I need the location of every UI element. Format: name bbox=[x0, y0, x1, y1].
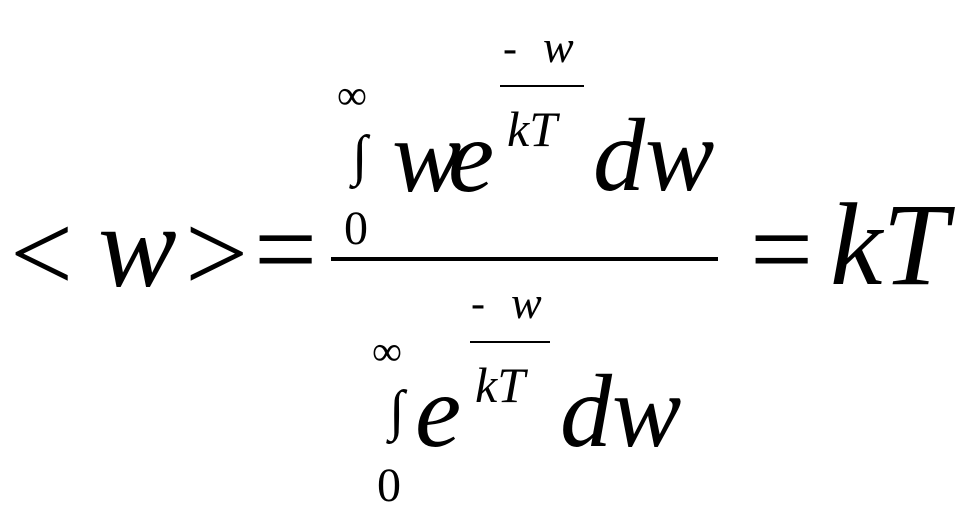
denominator-exponent-numerator: w bbox=[511, 277, 542, 328]
numerator-upper-limit: ∞ bbox=[337, 73, 367, 119]
denominator-base-e: e bbox=[415, 354, 462, 469]
denominator-differential: dw bbox=[560, 354, 682, 469]
numerator-exponent-denominator: kT bbox=[507, 101, 557, 157]
denominator-exponent-minus: - bbox=[471, 281, 485, 327]
numerator-exponent-minus: - bbox=[503, 26, 517, 72]
lhs-variable-w: w bbox=[98, 181, 177, 312]
numerator-integral-sign: ∫ bbox=[352, 125, 368, 187]
numerator-lower-limit: 0 bbox=[344, 202, 368, 255]
close-angle-bracket: > bbox=[185, 192, 249, 316]
fraction-bar bbox=[331, 257, 718, 261]
denominator-exponent-fraction-bar bbox=[470, 341, 550, 343]
numerator-base-e: e bbox=[448, 99, 495, 214]
numerator-differential: dw bbox=[593, 98, 715, 213]
numerator-exponent-fraction-bar bbox=[500, 85, 584, 87]
rhs-equals-sign: = bbox=[750, 188, 814, 312]
denominator-integral-sign: ∫ bbox=[389, 380, 405, 442]
numerator-exponent-numerator: w bbox=[543, 21, 574, 72]
rhs-result-kT: kT bbox=[830, 179, 948, 310]
open-angle-bracket: < bbox=[10, 192, 74, 316]
denominator-exponent-denominator: kT bbox=[475, 357, 525, 413]
numerator-factor-w: w bbox=[392, 99, 462, 214]
denominator-lower-limit: 0 bbox=[377, 459, 401, 512]
lhs-equals-sign: = bbox=[254, 188, 318, 312]
denominator-upper-limit: ∞ bbox=[372, 329, 402, 375]
